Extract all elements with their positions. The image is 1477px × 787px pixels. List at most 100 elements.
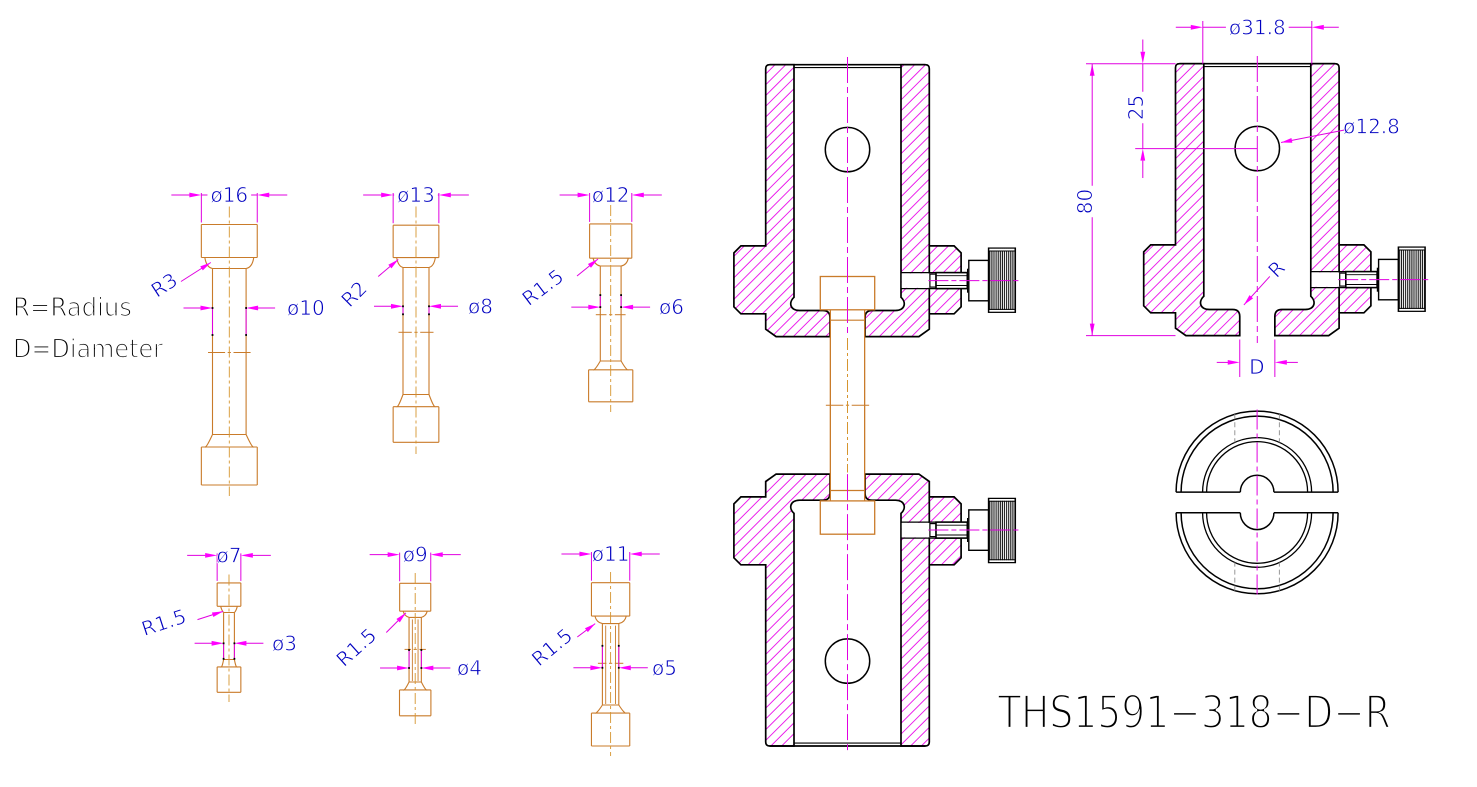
knurl-chamfer-band [989,248,1015,251]
knurl-chamfer-band [989,560,1015,562]
dim-arrow-right [621,304,634,310]
node-dot [408,649,410,651]
spec-9-4: ø9 ø4 R1.5 [331,542,482,726]
leader-arrow [1243,295,1254,305]
node-dot [420,667,423,669]
leader-arrow [587,259,598,268]
node-dot [428,313,430,316]
dim-arrow-left [391,303,403,309]
gauge-notch [1239,474,1275,493]
leader-arrow [388,259,399,269]
gauge-dia-label: ø8 [468,294,493,318]
node-dot [428,305,430,308]
dim-head-diameter: ø16 [171,183,288,223]
fixture-right-wall [864,63,962,338]
dim-arrow-left [211,640,224,646]
clamped-specimen [819,275,876,535]
node-dot [245,307,247,309]
dim-arrow-right [421,665,434,671]
dim-gauge-diameter: ø8 [374,294,493,319]
node-dot [222,642,225,645]
dim-head-diameter: ø11 [561,542,660,581]
dim-arrow [1227,360,1240,365]
node-dot [402,313,404,316]
dim-arrow [1311,24,1324,30]
leader-arrow [1281,138,1293,143]
leader-radius: R1.5 [331,612,407,672]
radius-label: R1.5 [331,623,381,671]
leader-arrow [396,612,406,623]
gauge-dia-label: ø4 [457,656,482,680]
height-80-label: 80 [1073,189,1097,214]
thumb-screw [928,247,1020,313]
head-dia-label: ø11 [592,542,630,566]
knurl-chamfer-band [1399,247,1425,250]
fixture-left-wall [733,63,831,338]
gauge-dia-label: ø5 [652,656,677,680]
leader-radius: R1.5 [526,623,596,671]
fixture-section [733,473,1020,747]
head-dia-label: ø13 [397,183,435,207]
dim-arrow-left [200,305,213,311]
fixture-top-view [1175,409,1339,599]
dim-gauge-diameter: ø4 [380,649,482,680]
knurl-chamfer-band [989,499,1015,501]
head-dia-label: ø9 [403,543,428,567]
node-dot [599,294,602,296]
drawing-number: THS1591−318−D−R [997,686,1391,739]
node-dot [601,644,604,647]
fixture-section [733,63,1020,338]
dim-arrow-left [577,192,590,198]
head-dia-label: ø12 [592,183,630,207]
node-dot [222,657,225,660]
node-dot [601,666,604,669]
dim-arrow-right [430,552,443,557]
leader-radius: R1.5 [517,258,599,311]
fixture-section [1142,62,1430,337]
bore-circle [1205,512,1309,564]
dim-arrow [1140,148,1146,161]
dim-arrow-left [205,553,218,558]
dim-gauge-diameter: ø5 [573,644,677,680]
dim-arrow-left [381,192,394,198]
node-dot [233,657,236,660]
radius-label: R3 [146,268,181,303]
node-dot [408,667,410,669]
node-dot [245,334,247,336]
dim-head-diameter: ø13 [363,183,469,224]
dim-arrow-left [579,551,592,557]
dim-arrow-left [588,304,601,310]
node-dot [620,294,622,296]
slot-d-label: D [1249,355,1264,379]
dim-head-diameter: ø7 [187,543,271,581]
spec-13-8: ø13 ø8 R2 [336,183,493,454]
fixture-left-wall [733,473,831,747]
head-dia-label: ø7 [217,543,242,567]
fixture-right-wall [864,473,962,747]
node-dot [233,642,236,645]
dim-arrow [1140,51,1146,64]
knurl-chamfer-band [1399,308,1425,311]
dim-gauge-diameter: ø6 [571,294,684,319]
radius-label: R1.5 [527,623,577,671]
dim-arrow-left [397,665,410,671]
dim-head-diameter: ø12 [559,183,662,222]
leader-radius: R2 [336,259,399,312]
radius-label: R2 [336,276,372,312]
thumb-screw [1338,246,1430,312]
node-dot [211,307,214,309]
specimen-drawings: ø16ø10R3ø13ø8R2ø12ø6R1.5ø7ø3R1.5ø9ø4R1.5… [138,183,684,756]
dim-arrow-right [246,305,259,311]
knurl-chamfer-band [989,309,1015,312]
spec-11-5: ø11 ø5 R1.5 [526,542,677,756]
thumb-screw [928,497,1020,564]
spec-12-6: ø12 ø6 R1.5 [517,183,684,412]
gauge-dia-label: ø3 [272,631,297,655]
dim-gauge-diameter: ø10 [183,296,325,336]
gauge-dia-label: ø6 [659,295,684,319]
radius-label: R1.5 [517,264,568,311]
node-dot [620,306,622,308]
